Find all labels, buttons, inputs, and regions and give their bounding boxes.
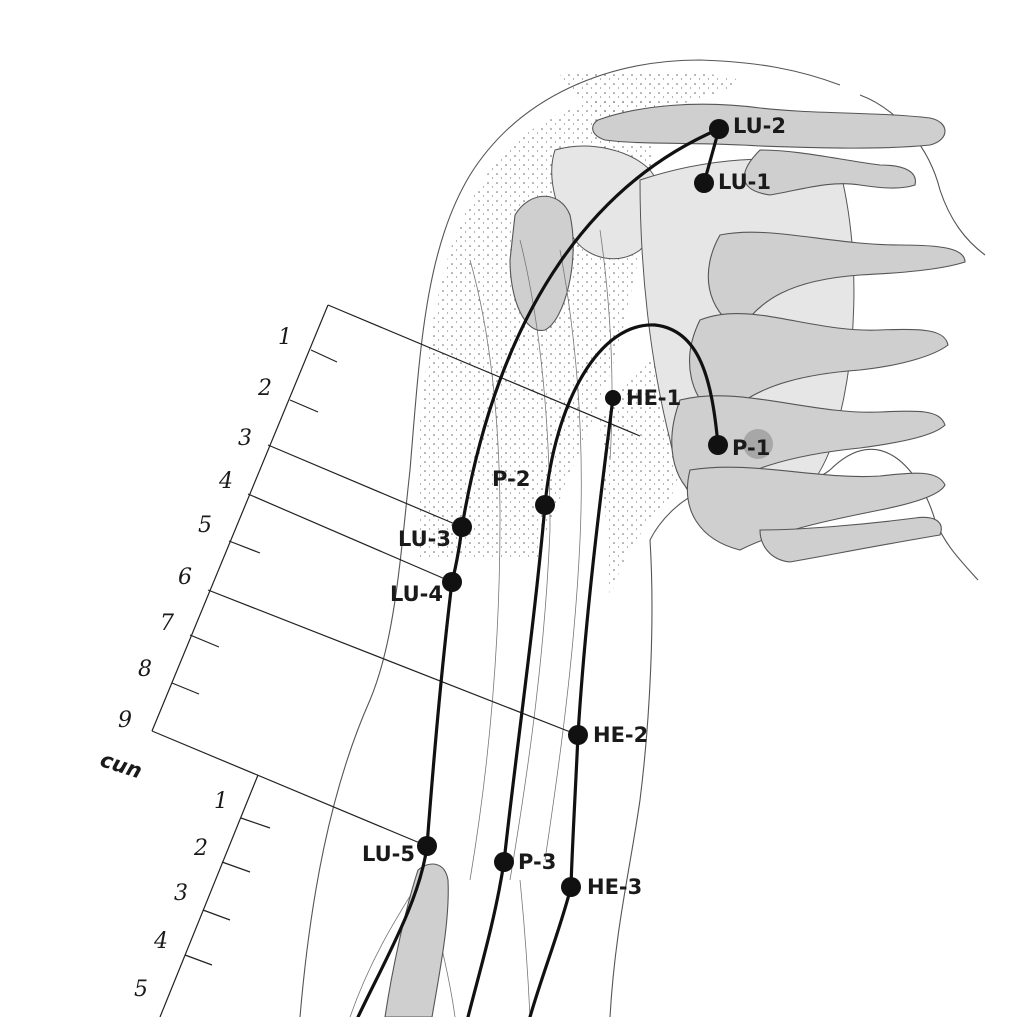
upper-tick-label: 1: [278, 325, 292, 350]
label-lu2: LU-2: [733, 114, 786, 138]
clavicle: [592, 103, 946, 149]
radius-bone: [384, 863, 449, 1017]
upper-cun-scale: 1 2 3 4 5 6 7 8 9 cun: [97, 304, 641, 847]
upper-tick-label: 2: [257, 376, 272, 401]
upper-tick-label: 5: [198, 513, 212, 538]
label-lu3: LU-3: [398, 527, 451, 551]
cun-unit-label: cun: [97, 747, 145, 783]
point-p2[interactable]: [535, 495, 555, 515]
label-lu4: LU-4: [390, 582, 443, 606]
point-p3[interactable]: [494, 852, 514, 872]
lower-cun-scale: 1 2 3 4 5: [134, 774, 271, 1017]
label-he1: HE-1: [626, 386, 681, 410]
point-he3[interactable]: [561, 877, 581, 897]
label-p1: P-1: [732, 436, 770, 460]
label-p3: P-3: [518, 850, 556, 874]
lower-tick-label: 2: [193, 836, 208, 861]
anatomy-illustration: [299, 59, 986, 1017]
point-lu4[interactable]: [442, 572, 462, 592]
upper-tick-label: 3: [238, 426, 252, 451]
upper-tick-label: 8: [138, 657, 152, 682]
arm-inner-outline: [609, 539, 653, 1017]
heart-meridian-line: [528, 396, 615, 1017]
point-lu1[interactable]: [694, 173, 714, 193]
lower-tick-label: 5: [134, 977, 148, 1002]
point-lu3[interactable]: [452, 517, 472, 537]
shoulder-outline: [299, 59, 841, 1017]
upper-tick-label: 9: [118, 708, 132, 733]
p1-highlight: [743, 429, 773, 459]
lower-tick-label: 1: [214, 789, 228, 814]
upper-tick-label: 6: [178, 565, 192, 590]
label-he3: HE-3: [587, 875, 642, 899]
acupuncture-points: LU-2 LU-1 HE-1 P-1 P-2 LU-3 LU-4 HE-2 LU…: [362, 114, 786, 899]
point-lu2[interactable]: [709, 119, 729, 139]
label-p2: P-2: [492, 467, 530, 491]
upper-tick-label: 4: [218, 469, 233, 494]
point-he1[interactable]: [605, 390, 621, 406]
ribcage: [671, 149, 966, 563]
point-he2[interactable]: [568, 725, 588, 745]
point-p1[interactable]: [708, 435, 728, 455]
point-lu5[interactable]: [417, 836, 437, 856]
lower-tick-label: 3: [174, 881, 188, 906]
lower-tick-label: 4: [153, 929, 168, 954]
label-lu5: LU-5: [362, 842, 415, 866]
side-outline: [829, 448, 979, 581]
label-he2: HE-2: [593, 723, 648, 747]
upper-tick-label: 7: [160, 611, 174, 636]
label-lu1: LU-1: [718, 170, 771, 194]
